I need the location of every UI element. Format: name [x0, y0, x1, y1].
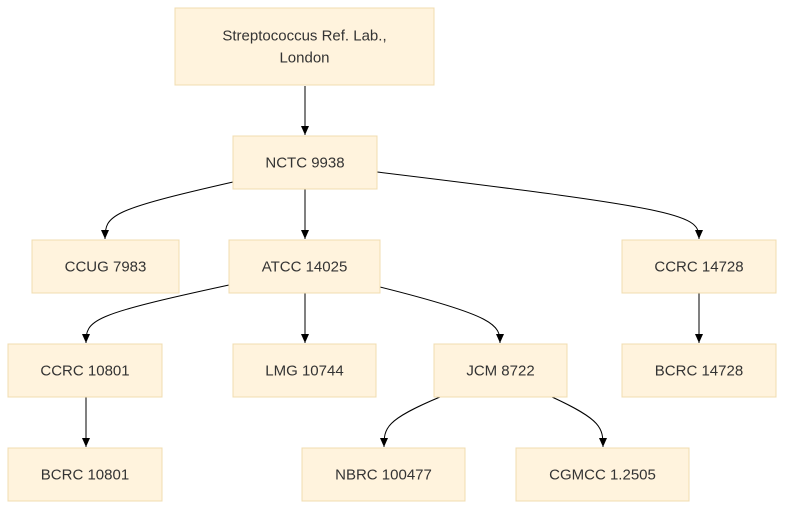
- edge-jcm-to-nbrc: [380, 396, 441, 448]
- node-box-cgmcc: [515, 447, 690, 502]
- edge-jcm-to-cgmcc: [551, 396, 607, 448]
- node-atcc: ATCC 14025: [228, 239, 381, 294]
- node-box-root: [174, 7, 435, 86]
- node-box-ccrc10801: [7, 343, 163, 398]
- node-label-lmg: LMG 10744: [265, 363, 343, 380]
- node-cgmcc: CGMCC 1.2505: [515, 447, 690, 502]
- node-box-ccug: [31, 239, 180, 294]
- node-label-root-line-2: London: [279, 50, 329, 67]
- node-box-jcm: [433, 343, 568, 398]
- node-ccrc14728: CCRC 14728: [621, 239, 777, 294]
- node-box-lmg: [232, 343, 377, 398]
- node-ccug: CCUG 7983: [31, 239, 180, 294]
- node-label-bcrc14728: BCRC 14728: [655, 363, 743, 380]
- node-label-jcm: JCM 8722: [466, 363, 534, 380]
- node-nctc: NCTC 9938: [232, 135, 378, 190]
- node-jcm: JCM 8722: [433, 343, 568, 398]
- node-label-ccrc10801: CCRC 10801: [40, 363, 129, 380]
- edge-atcc-to-jcm: [379, 286, 504, 344]
- node-label-ccrc14728: CCRC 14728: [654, 259, 743, 276]
- node-lmg: LMG 10744: [232, 343, 377, 398]
- node-nbrc: NBRC 100477: [301, 447, 466, 502]
- node-box-bcrc14728: [621, 343, 777, 398]
- node-box-bcrc10801: [7, 447, 163, 502]
- edge-atcc-to-ccrc10801: [82, 284, 230, 344]
- edge-nctc-to-ccug: [101, 181, 234, 240]
- node-label-cgmcc: CGMCC 1.2505: [549, 467, 656, 484]
- node-bcrc14728: BCRC 14728: [621, 343, 777, 398]
- edge-nctc-to-ccrc14728: [376, 171, 703, 240]
- node-label-atcc: ATCC 14025: [262, 259, 348, 276]
- node-label-bcrc10801: BCRC 10801: [41, 467, 129, 484]
- node-box-nctc: [232, 135, 378, 190]
- edges-layer: [82, 86, 703, 448]
- node-label-ccug: CCUG 7983: [65, 259, 147, 276]
- node-label-nbrc: NBRC 100477: [335, 467, 432, 484]
- node-box-nbrc: [301, 447, 466, 502]
- node-root: Streptococcus Ref. Lab., London: [174, 7, 435, 86]
- node-box-ccrc14728: [621, 239, 777, 294]
- node-box-atcc: [228, 239, 381, 294]
- node-bcrc10801: BCRC 10801: [7, 447, 163, 502]
- node-label-nctc: NCTC 9938: [265, 155, 344, 172]
- node-label-root-line-1: Streptococcus Ref. Lab.,: [222, 28, 386, 45]
- node-ccrc10801: CCRC 10801: [7, 343, 163, 398]
